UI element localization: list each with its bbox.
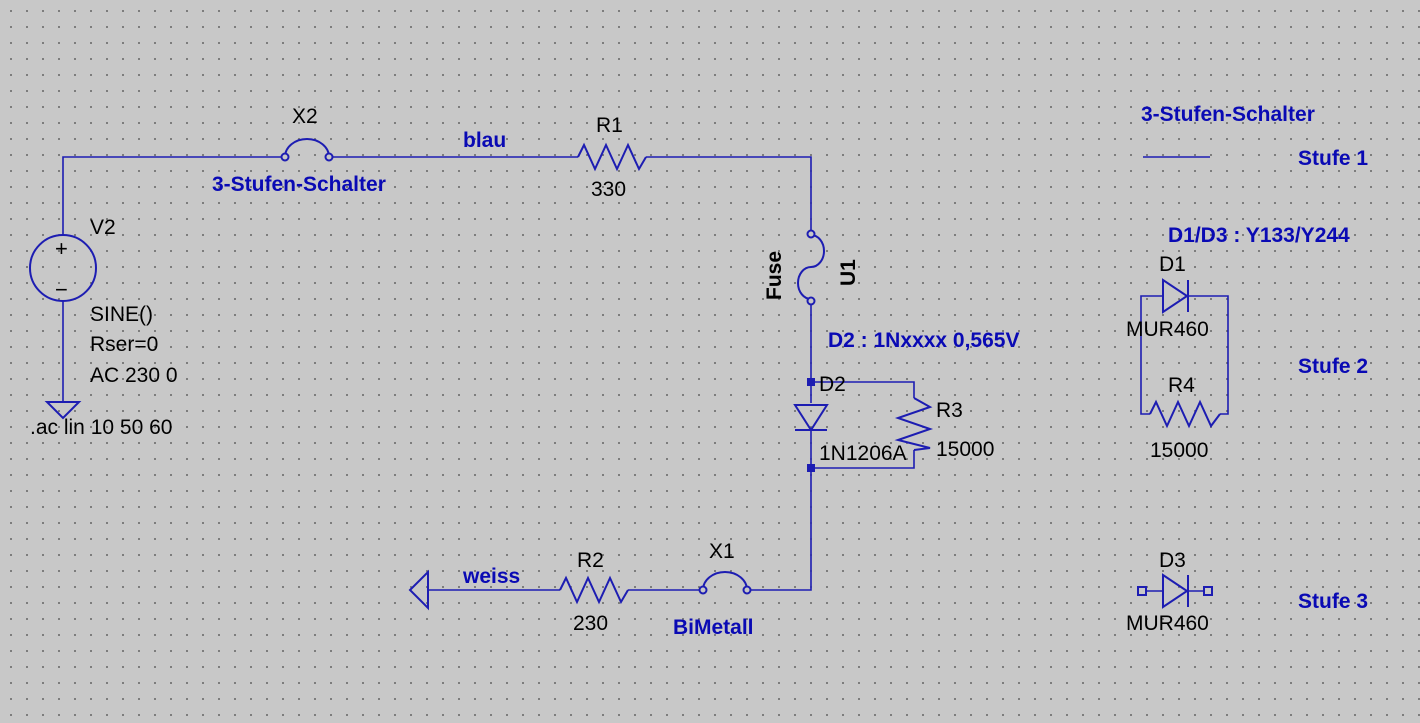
switch-x2-terminal-left [280,152,290,162]
wire-down-to-x1[interactable] [747,468,812,591]
note-d2[interactable]: D2 : 1Nxxxx 0,565V [828,329,1019,352]
legend-d3-pin-right[interactable] [1203,586,1213,596]
fuse-u1-value: Fuse [763,251,786,300]
switch-x2-arc [284,138,330,158]
resistor-r2[interactable] [559,575,629,605]
switch-x2-ref: X2 [292,105,318,128]
junction-dot-bottom [807,464,815,472]
legend-diode-d1[interactable] [1162,278,1189,314]
legend-resistor-r4[interactable] [1149,399,1221,429]
legend-diode-d3-ref: D3 [1159,549,1186,572]
source-ac: AC 230 0 [90,364,178,387]
switch-x1[interactable] [698,571,752,595]
source-rser: Rser=0 [90,333,158,356]
legend-d1-wire-right[interactable] [1188,295,1229,415]
resistor-r2-ref: R2 [577,549,604,572]
diode-d2-triangle [793,404,829,432]
fuse-terminal-top [806,229,816,239]
resistor-r3-ref: R3 [936,399,963,422]
switch-x1-terminal-left [698,585,708,595]
switch-x1-terminal-right [742,585,752,595]
resistor-r1[interactable] [577,142,647,172]
resistor-r1-value: 330 [591,178,626,201]
switch-x1-arc [702,571,748,591]
junction-dot-top [807,378,815,386]
fuse-terminal-bottom [806,296,816,306]
resistor-r2-value: 230 [573,612,608,635]
wire-r1-fuse[interactable] [646,156,812,232]
switch-x1-value: BiMetall [673,616,754,639]
fuse-upper-arc [810,234,825,268]
source-ref: V2 [90,216,116,239]
legend-diode-d3-value: MUR460 [1126,612,1209,635]
source-circle [29,234,97,302]
wires [62,156,915,591]
source-function: SINE() [90,303,153,326]
diode-d2-ref: D2 [819,373,846,396]
voltage-source-v2[interactable]: + − [29,234,97,302]
diode-d2[interactable] [793,404,829,432]
legend-diode-d3-triangle [1162,573,1189,609]
diode-d2-value: 1N1206A [819,442,907,465]
legend-title[interactable]: 3-Stufen-Schalter [1141,103,1315,126]
legend-stufe2[interactable]: Stufe 2 [1298,355,1368,378]
net-port-arrow[interactable] [408,569,429,611]
resistor-r3[interactable] [894,397,934,451]
legend-resistor-r4-ref: R4 [1168,374,1195,397]
legend-note-d1d3[interactable]: D1/D3 : Y133/Y244 [1168,224,1350,247]
legend-diode-d1-ref: D1 [1159,253,1186,276]
spice-directive[interactable]: .ac lin 10 50 60 [30,416,172,439]
wire-label-weiss[interactable]: weiss [462,565,520,588]
switch-x2[interactable] [280,138,334,162]
ground-symbol[interactable] [44,401,82,420]
legend-stufe1[interactable]: Stufe 1 [1298,147,1368,170]
wire-label-blau[interactable]: blau [463,129,506,152]
source-plus-sign: + [55,236,68,261]
resistor-r1-ref: R1 [596,114,623,137]
source-minus-sign: − [55,277,68,302]
switch-x2-value: 3-Stufen-Schalter [212,173,386,196]
legend-diode-d1-value: MUR460 [1126,318,1209,341]
fuse-u1[interactable] [797,229,825,306]
switch-x1-ref: X1 [709,540,735,563]
legend-d1-wire-left[interactable] [1140,295,1162,415]
fuse-lower-arc [797,266,812,300]
legend-diode-d3[interactable] [1162,573,1189,609]
legend-d3-pin-left[interactable] [1137,586,1147,596]
wire-left-top[interactable] [62,156,285,235]
wire-r3-top[interactable] [811,381,915,398]
resistor-r3-value: 15000 [936,438,994,461]
legend-resistor-r4-value: 15000 [1150,439,1208,462]
wire-r3-bottom[interactable] [811,450,915,469]
switch-x2-terminal-right [324,152,334,162]
fuse-u1-ref: U1 [837,259,860,286]
legend-stufe3[interactable]: Stufe 3 [1298,590,1368,613]
legend-diode-d1-triangle [1162,278,1189,314]
